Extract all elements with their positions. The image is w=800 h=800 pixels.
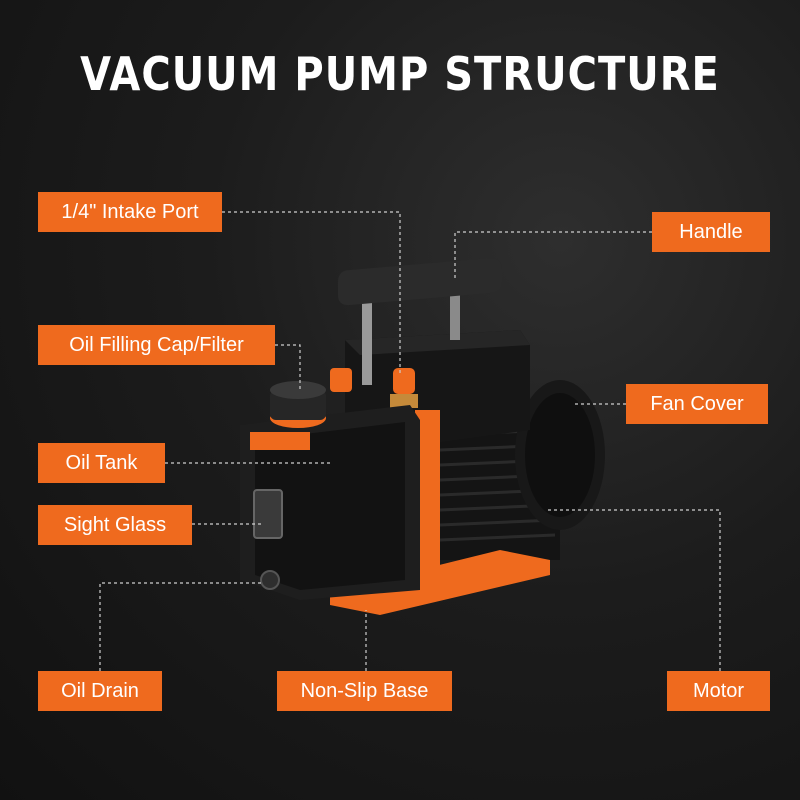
sight-glass xyxy=(253,489,283,539)
label-intake-port: 1/4" Intake Port xyxy=(38,192,222,232)
label-sight-glass: Sight Glass xyxy=(38,505,192,545)
label-non-slip-base: Non-Slip Base xyxy=(277,671,452,711)
label-fan-cover: Fan Cover xyxy=(626,384,768,424)
label-motor: Motor xyxy=(667,671,770,711)
oil-drain xyxy=(260,570,280,590)
orange-frame xyxy=(415,410,440,590)
base-plate xyxy=(330,550,550,615)
label-oil-drain: Oil Drain xyxy=(38,671,162,711)
label-oil-tank: Oil Tank xyxy=(38,443,165,483)
page-title: VACUUM PUMP STRUCTURE xyxy=(80,48,720,102)
label-oil-filling-cap: Oil Filling Cap/Filter xyxy=(38,325,275,365)
label-handle: Handle xyxy=(652,212,770,252)
intake-cap xyxy=(393,368,415,394)
handle-shape xyxy=(338,258,502,306)
small-cap xyxy=(330,368,352,392)
